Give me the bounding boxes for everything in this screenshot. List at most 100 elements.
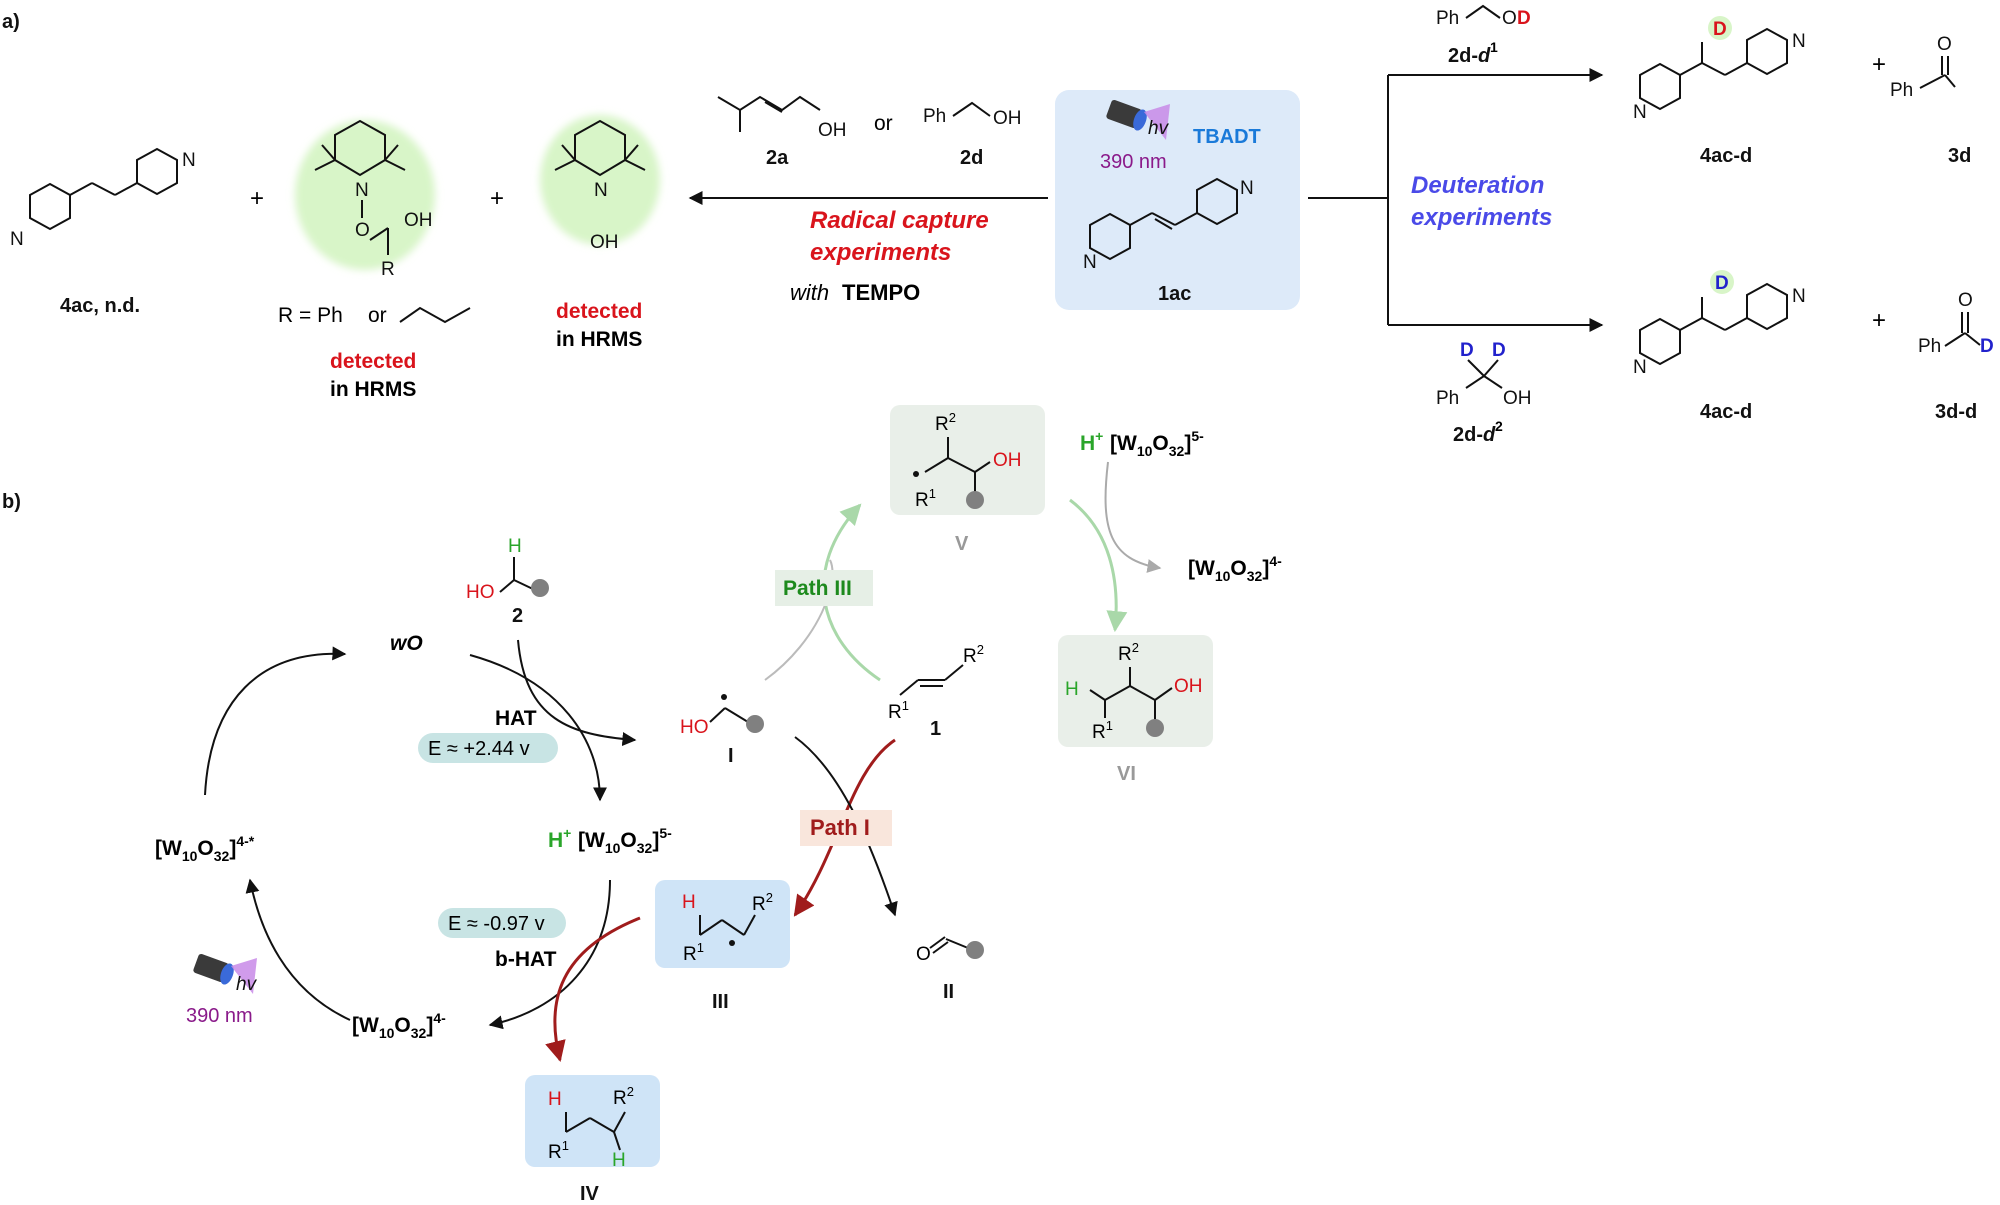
wavelength-label: 390 nm	[1100, 151, 1167, 173]
with-label: with	[790, 280, 829, 305]
deuteration-title: Deuteration	[1411, 172, 1544, 199]
structure-1ac	[1089, 177, 1238, 261]
atom-d: D	[1460, 340, 1474, 361]
radical-capture-title-2: experiments	[810, 239, 951, 266]
atom-o: O	[355, 220, 370, 241]
label-I: I	[728, 745, 734, 767]
atom-ph: Ph	[1436, 8, 1459, 29]
atom-ph: Ph	[923, 106, 946, 127]
atom-ph: Ph	[1890, 80, 1913, 101]
atom-d: D	[1715, 273, 1729, 294]
plus-sign: +	[250, 185, 264, 212]
side-w-species: [W10O32]4-	[1188, 553, 1282, 584]
atom-oh: OH	[818, 120, 847, 141]
atom-ho: HO	[466, 582, 495, 603]
atom-d: D	[1492, 340, 1506, 361]
cycle-arc-bottom-right	[488, 879, 611, 1030]
svg-text:[W10O32]4-: [W10O32]4-	[1188, 553, 1282, 584]
atom-oh: OH	[404, 210, 433, 231]
in-hrms-label: in HRMS	[330, 378, 416, 401]
radical-capture-title: Radical capture	[810, 207, 989, 234]
side-h-w-species: H+ [W10O32]5-	[1080, 428, 1204, 459]
label-II: II	[943, 981, 954, 1003]
reagent-2d-d1: Ph O D 2d- d 1	[1436, 4, 1531, 67]
plus-sign: +	[490, 185, 504, 212]
bhat-label: b-HAT	[495, 948, 557, 971]
reagent-tbadt: TBADT	[1193, 126, 1261, 148]
label-2a: 2a	[766, 147, 789, 169]
intermediate-I: HO I	[680, 694, 764, 767]
atom-n: N	[594, 180, 608, 201]
lamp-icon: hv	[193, 953, 258, 995]
atom-n: N	[1792, 31, 1806, 52]
atom-o: O	[916, 944, 931, 965]
plus-sign: +	[1872, 307, 1886, 334]
atom-h: H	[612, 1150, 626, 1171]
atom-n: N	[182, 150, 196, 171]
alkene-1: R2 R1 1	[888, 642, 984, 740]
atom-h: H	[682, 892, 696, 913]
detected-label: detected	[330, 350, 416, 373]
svg-text:H+: H+	[1080, 428, 1103, 455]
atom-ph: Ph	[1436, 388, 1459, 409]
label-4ac-d: 4ac-d	[1700, 401, 1752, 423]
atom-d: D	[1517, 8, 1531, 29]
hat-label: HAT	[495, 707, 537, 730]
svg-text:R1: R1	[888, 698, 909, 723]
product-IV: H R2 R1 H IV	[525, 1075, 660, 1205]
svg-text:[W10O32]5-: [W10O32]5-	[1110, 428, 1204, 459]
h-w-species: H+ [W10O32]5-	[548, 825, 672, 856]
atom-n: N	[10, 229, 24, 250]
label-2d-d2-d: d	[1483, 424, 1496, 446]
intermediate-V: R2 OH R1 V	[890, 405, 1045, 555]
label-2d-d1-sup: 1	[1490, 39, 1498, 55]
or-label: or	[368, 304, 387, 327]
atom-d: D	[1980, 336, 1994, 357]
lamp-icon: hv	[1106, 99, 1170, 140]
substrate-2d: Ph OH 2d	[923, 101, 1022, 169]
svg-text:H+: H+	[548, 825, 571, 852]
label-2d-d1: 2d-	[1448, 45, 1478, 67]
atom-o: O	[1937, 34, 1952, 55]
reactant-1ac-box: hv 390 nm TBADT N N 1ac	[1055, 90, 1300, 310]
atom-ph: Ph	[1918, 336, 1941, 357]
atom-d: D	[1713, 19, 1727, 40]
hat-substrate-arrow	[517, 639, 637, 747]
byproduct-3d: O Ph 3d	[1890, 34, 1971, 167]
cycle-arc-bottom-left	[245, 878, 351, 1021]
atom-oh: OH	[1174, 676, 1203, 697]
label-2d-d2-sup: 2	[1495, 418, 1503, 434]
atom-oh: OH	[1503, 388, 1532, 409]
atom-h: H	[1065, 679, 1079, 700]
atom-n: N	[355, 180, 369, 201]
atom-n: N	[1633, 357, 1647, 378]
in-hrms-label: in HRMS	[556, 328, 642, 351]
atom-h: H	[508, 536, 522, 557]
svg-text:R2: R2	[963, 642, 984, 667]
prenyl-fragment	[399, 306, 471, 324]
path-I-reduction-arrow	[545, 916, 641, 1063]
wO-label: wO	[390, 632, 423, 655]
label-4ac-nd: 4ac, n.d.	[60, 295, 140, 317]
deuteration-title-2: experiments	[1411, 204, 1552, 231]
side-arrow-gray	[1104, 461, 1162, 573]
intermediate-VI: R2 H OH R1 VI	[1058, 635, 1213, 785]
panel-a-label: a)	[2, 11, 20, 33]
substrate-2a: OH 2a	[717, 95, 847, 169]
w-species-excited: [W10O32]4-*	[155, 833, 255, 864]
atom-n: N	[1083, 252, 1097, 273]
e-bhat-label: E ≈ -0.97 v	[448, 913, 545, 935]
byproduct-3d-d: O Ph D 3d-d	[1918, 290, 1994, 423]
atom-r: R	[381, 259, 395, 280]
intermediate-III: H R2 R1 III	[655, 880, 790, 1013]
label-V: V	[955, 533, 969, 555]
path-III-source-arrow	[764, 559, 834, 681]
atom-oh: OH	[590, 232, 619, 253]
label-VI: VI	[1117, 763, 1136, 785]
atom-oh: OH	[993, 108, 1022, 129]
atom-n: N	[1633, 102, 1647, 123]
tempo-adduct: N O OH R	[295, 119, 435, 280]
label-III: III	[712, 991, 729, 1013]
hv-label: hv	[236, 974, 258, 995]
